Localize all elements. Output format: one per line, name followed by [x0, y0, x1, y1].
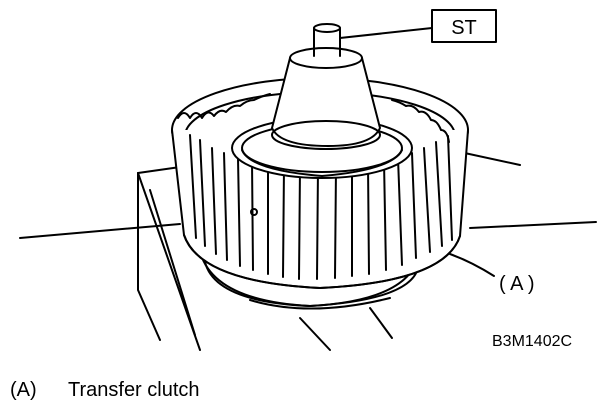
legend-text: Transfer clutch: [68, 379, 200, 401]
st-leader-line: [339, 27, 433, 39]
special-tool-cone: [271, 23, 381, 150]
st-label-box: [431, 9, 497, 43]
figure-code: B3M1402C: [492, 333, 572, 350]
st-label: ST: [451, 17, 477, 39]
legend-row: (A) Transfer clutch: [10, 379, 200, 402]
callout-a-leader-line: [449, 253, 495, 277]
workbench-base: [19, 149, 597, 351]
callout-a-label: ( A ): [499, 273, 535, 295]
legend-key: (A): [10, 379, 37, 401]
